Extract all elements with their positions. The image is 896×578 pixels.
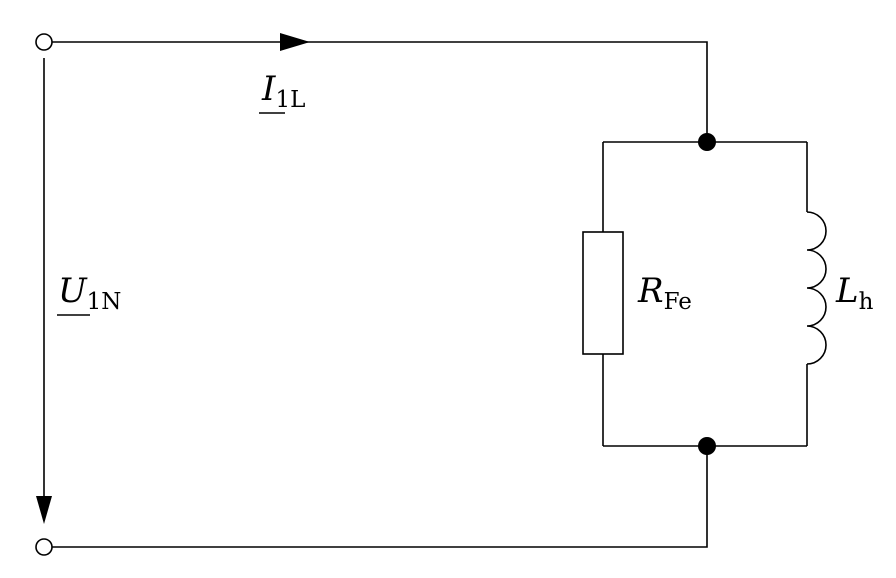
inductor-label: Lh — [835, 271, 874, 315]
voltage-label: U1N — [57, 271, 121, 316]
lower-node — [698, 437, 716, 455]
resistor-subscript: Fe — [664, 289, 692, 315]
svg-text:U1N: U1N — [58, 271, 121, 315]
upper-node — [698, 133, 716, 151]
top-terminal — [35, 33, 53, 51]
resistor-label: RFe — [637, 271, 692, 315]
inductor-symbol: L — [835, 271, 859, 311]
resistor — [582, 231, 624, 355]
bottom-terminal — [35, 538, 53, 556]
bottom-wire — [52, 446, 708, 548]
resistor-symbol: R — [637, 271, 664, 311]
inductor-subscript: h — [859, 289, 874, 315]
current-label: I1L — [259, 69, 305, 114]
current-symbol: I — [261, 69, 276, 109]
voltage-symbol: U — [58, 271, 88, 311]
current-subscript: 1L — [275, 87, 305, 113]
top-wire — [52, 41, 708, 142]
voltage-arrowhead — [36, 496, 52, 524]
current-arrow — [280, 33, 310, 51]
inductor — [806, 211, 827, 365]
voltage-subscript: 1N — [87, 289, 122, 315]
svg-text:I1L: I1L — [261, 69, 305, 113]
